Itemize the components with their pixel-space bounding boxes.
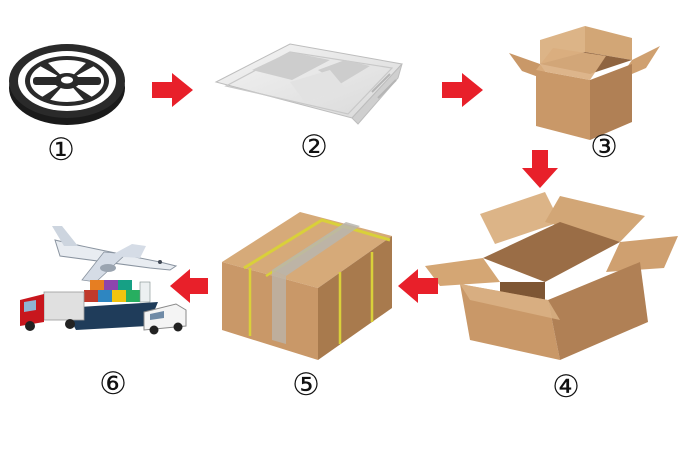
step-number-5: ⑤ <box>292 367 320 403</box>
arrow-right-2 <box>442 73 483 107</box>
white-van-icon <box>143 303 187 335</box>
airplane-icon <box>52 226 178 283</box>
tape-reel-icon <box>9 44 125 125</box>
step-number-1: ① <box>47 132 75 168</box>
shipping-transport-icon <box>20 226 187 335</box>
arrow-left-2 <box>170 269 208 303</box>
plastic-bag-icon <box>214 43 403 125</box>
arrow-right-1 <box>152 73 193 107</box>
step-number-2: ② <box>300 129 328 165</box>
open-carton-icon <box>509 26 660 140</box>
cargo-ship-icon <box>64 280 158 330</box>
arrow-down-1 <box>522 150 558 188</box>
step-number-4: ④ <box>552 369 580 405</box>
sealed-carton-icon <box>222 212 392 360</box>
step-number-3: ③ <box>590 129 618 165</box>
red-truck-icon <box>20 291 85 331</box>
step-number-6: ⑥ <box>99 366 127 402</box>
arrow-left-1 <box>398 269 438 303</box>
open-carton-large-icon <box>425 192 678 360</box>
